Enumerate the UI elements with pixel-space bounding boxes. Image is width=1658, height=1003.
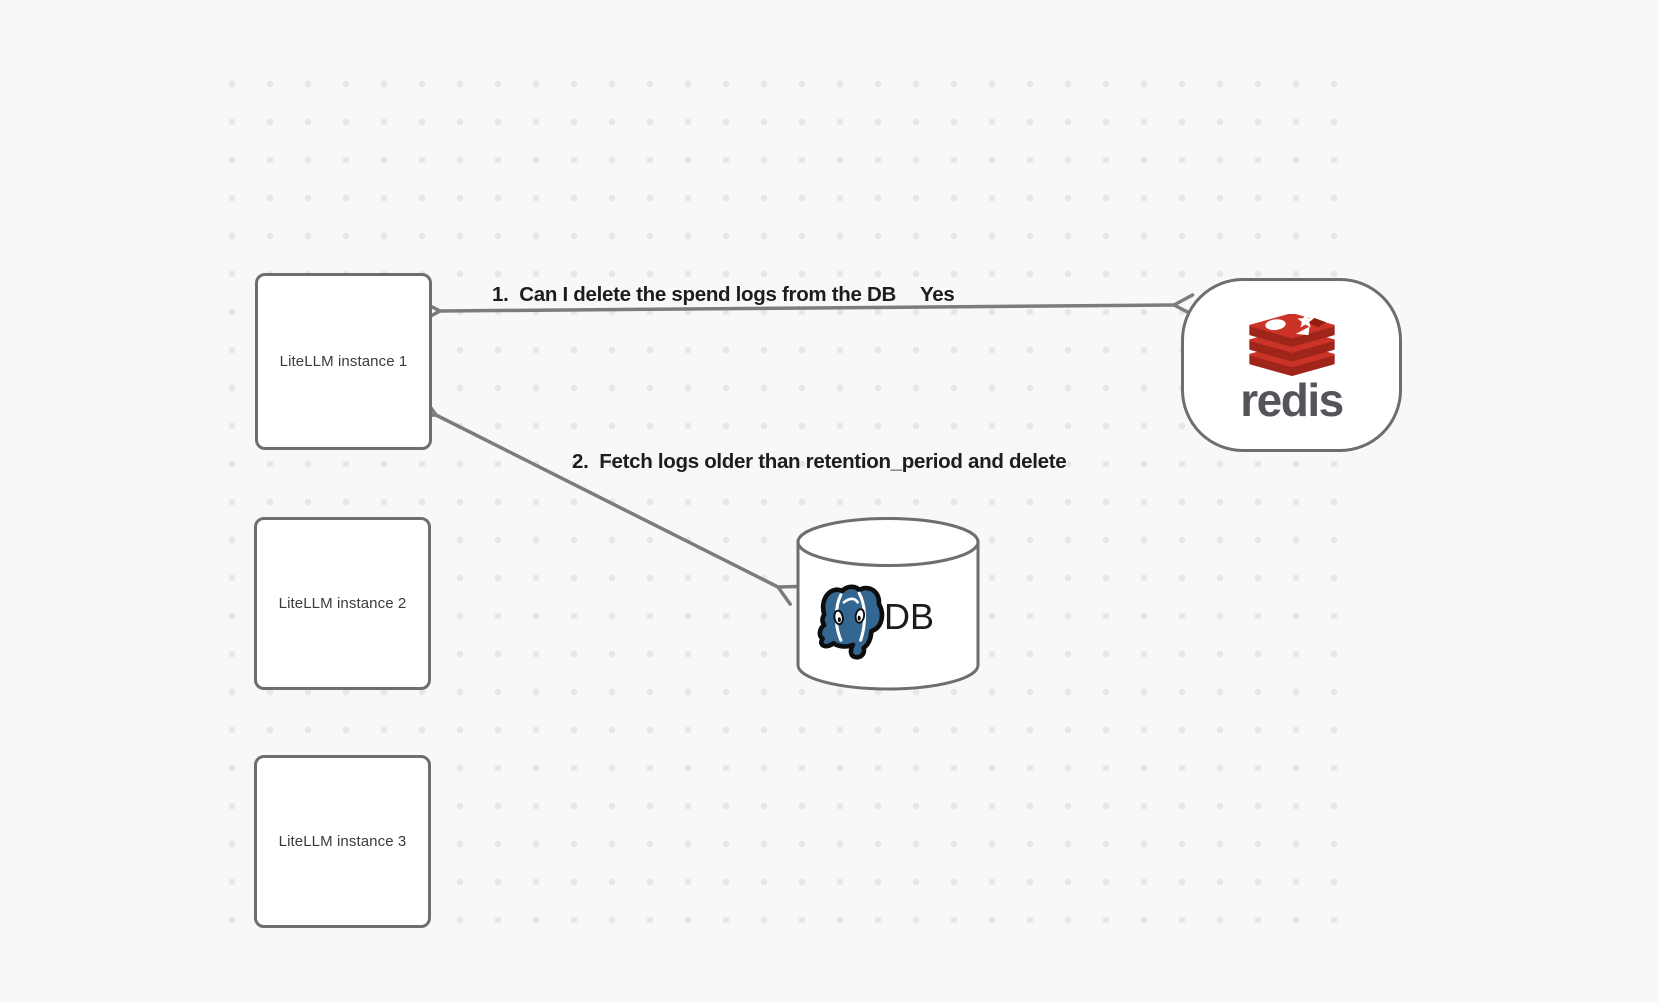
edge-1-question-text[interactable]: 1. Can I delete the spend logs from the …: [492, 283, 896, 306]
redis-stacked-boxes-icon: [1248, 314, 1335, 377]
edge-litellm-db[interactable]: [413, 396, 801, 606]
db-label: DB: [884, 596, 935, 637]
postgresql-elephant-icon: [817, 584, 885, 660]
db-cylinder-node[interactable]: [796, 516, 980, 692]
litellm-instance-3-node[interactable]: LiteLLM instance 3: [254, 755, 431, 928]
edge-litellm-redis[interactable]: [419, 293, 1195, 323]
edge-2-action-text[interactable]: 2. Fetch logs older than retention_perio…: [572, 450, 1067, 473]
litellm-instance-3-label: LiteLLM instance 3: [278, 833, 407, 850]
litellm-instance-2-label: LiteLLM instance 2: [278, 595, 407, 612]
redis-wordmark: redis: [1240, 374, 1344, 426]
litellm-instance-1-label: LiteLLM instance 1: [279, 353, 408, 370]
litellm-instance-1-node[interactable]: LiteLLM instance 1: [255, 273, 432, 450]
litellm-instance-2-node[interactable]: LiteLLM instance 2: [254, 517, 431, 690]
edge-1-response-text[interactable]: Yes: [920, 283, 955, 306]
redis-node[interactable]: redis: [1181, 278, 1402, 452]
